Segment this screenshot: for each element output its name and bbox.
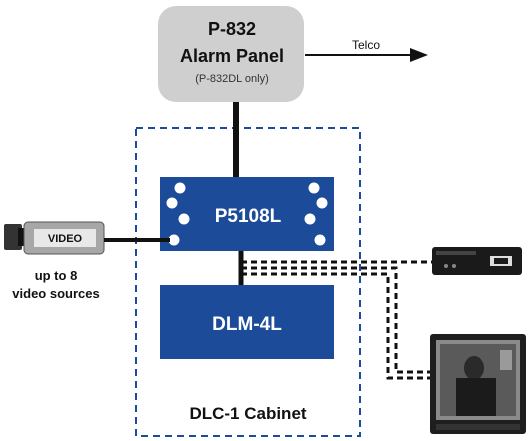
port-icon (303, 212, 317, 226)
p5108l-module: P5108L (160, 177, 334, 251)
output-connections (241, 260, 432, 380)
dlc-1-cabinet (135, 127, 361, 437)
vcr-icon (432, 247, 522, 275)
port-icon (315, 196, 329, 210)
video-sources-line-1: up to 8 (35, 268, 78, 283)
port-icon (307, 181, 321, 195)
port-icon (177, 212, 191, 226)
p5108l-box (160, 177, 334, 251)
p5108l-label: P5108L (215, 206, 282, 227)
alarm-panel-name: Alarm Panel (180, 46, 284, 66)
telco-label: Telco (352, 38, 380, 52)
alarm-panel-model: P-832 (208, 19, 256, 39)
alarm-panel-note: (P-832DL only) (195, 73, 269, 85)
video-sources-line-2: video sources (12, 286, 99, 301)
dlm-4l-label: DLM-4L (212, 314, 282, 335)
cabinet-label: DLC-1 Cabinet (189, 404, 306, 423)
telco-arrowhead (410, 48, 428, 62)
alarm-panel: P-832 Alarm Panel (P-832DL only) (158, 6, 304, 102)
port-icon (165, 196, 179, 210)
port-icon (173, 181, 187, 195)
camera-icon: VIDEO (4, 221, 105, 255)
port-icon (313, 233, 327, 247)
alarm-panel-box (158, 6, 304, 102)
dlm-4l-box (160, 285, 334, 359)
monitor-icon (430, 334, 526, 434)
camera-label: VIDEO (48, 233, 83, 245)
telco-connection: Telco (305, 38, 428, 62)
dlm-4l-module: DLM-4L (160, 285, 334, 359)
monitor-connection-2 (241, 272, 432, 380)
